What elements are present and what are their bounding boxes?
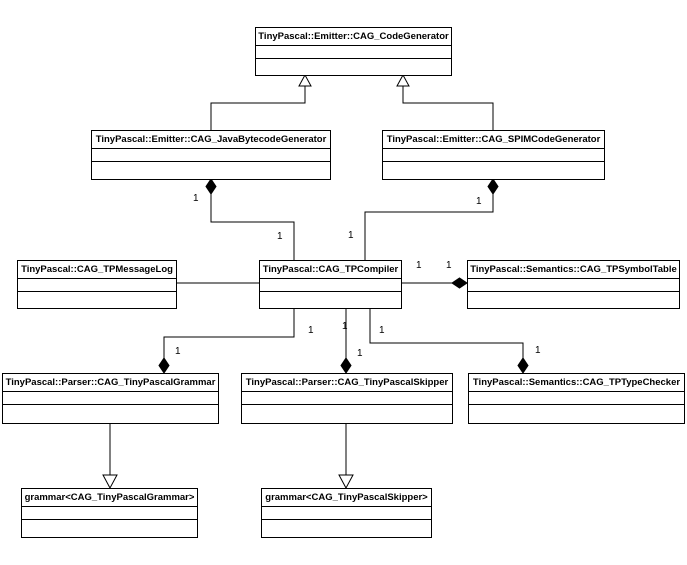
class-attributes <box>469 392 684 405</box>
multiplicity-label: 1 <box>535 345 541 356</box>
composition-diamond-icon <box>158 357 170 374</box>
class-grammar-template-skipper: grammar<CAG_TinyPascalSkipper> <box>261 488 432 538</box>
generalization-java-to-codegen <box>210 86 306 130</box>
composition-diamond-icon <box>451 277 468 289</box>
class-attributes <box>22 507 197 520</box>
class-operations <box>262 520 431 532</box>
composition-diamond-icon <box>517 357 529 374</box>
multiplicity-label: 1 <box>416 260 422 271</box>
class-operations <box>383 162 604 174</box>
class-attributes <box>260 279 401 292</box>
class-name: TinyPascal::CAG_TPMessageLog <box>18 261 176 279</box>
class-spim-code-generator: TinyPascal::Emitter::CAG_SPIMCodeGenerat… <box>382 130 605 180</box>
multiplicity-label: 1 <box>348 230 354 241</box>
class-attributes <box>3 392 218 405</box>
class-operations <box>469 405 684 417</box>
class-name: TinyPascal::Semantics::CAG_TPSymbolTable <box>468 261 679 279</box>
composition-compiler-grammar <box>163 309 295 358</box>
class-message-log: TinyPascal::CAG_TPMessageLog <box>17 260 177 309</box>
class-attributes <box>468 279 679 292</box>
multiplicity-label: 1 <box>476 196 482 207</box>
class-code-generator: TinyPascal::Emitter::CAG_CodeGenerator <box>255 27 452 76</box>
class-attributes <box>92 149 330 162</box>
class-grammar: TinyPascal::Parser::CAG_TinyPascalGramma… <box>2 373 219 424</box>
class-operations <box>92 162 330 174</box>
class-attributes <box>242 392 452 405</box>
multiplicity-label: 1 <box>193 193 199 204</box>
class-operations <box>3 405 218 417</box>
class-name: TinyPascal::Emitter::CAG_SPIMCodeGenerat… <box>383 131 604 149</box>
class-name: TinyPascal::Emitter::CAG_JavaBytecodeGen… <box>92 131 330 149</box>
class-attributes <box>256 46 451 59</box>
class-attributes <box>262 507 431 520</box>
class-operations <box>18 292 176 304</box>
class-attributes <box>18 279 176 292</box>
inheritance-arrowhead-icon <box>298 73 312 87</box>
multiplicity-label: 1 <box>357 348 363 359</box>
class-operations <box>256 59 451 71</box>
class-symbol-table: TinyPascal::Semantics::CAG_TPSymbolTable <box>467 260 680 309</box>
class-grammar-template-grammar: grammar<CAG_TinyPascalGrammar> <box>21 488 198 538</box>
multiplicity-label: 1 <box>308 325 314 336</box>
inheritance-arrowhead-icon <box>102 474 118 490</box>
class-skipper: TinyPascal::Parser::CAG_TinyPascalSkippe… <box>241 373 453 424</box>
class-type-checker: TinyPascal::Semantics::CAG_TPTypeChecker <box>468 373 685 424</box>
class-name: TinyPascal::Semantics::CAG_TPTypeChecker <box>469 374 684 392</box>
generalization-spim-to-codegen <box>402 86 494 130</box>
class-operations <box>468 292 679 304</box>
class-name: TinyPascal::Parser::CAG_TinyPascalSkippe… <box>242 374 452 392</box>
multiplicity-label: 1 <box>277 231 283 242</box>
composition-compiler-java <box>210 194 295 260</box>
inheritance-arrowhead-icon <box>396 73 410 87</box>
class-name: TinyPascal::Parser::CAG_TinyPascalGramma… <box>3 374 218 392</box>
inheritance-arrowhead-icon <box>338 474 354 490</box>
composition-diamond-icon <box>340 357 352 374</box>
composition-compiler-spim <box>364 194 494 260</box>
composition-compiler-typechecker <box>369 309 524 358</box>
composition-diamond-icon <box>205 178 217 195</box>
class-name: TinyPascal::Emitter::CAG_CodeGenerator <box>256 28 451 46</box>
multiplicity-label: 1 <box>175 346 181 357</box>
composition-diamond-icon <box>487 178 499 195</box>
class-name: grammar<CAG_TinyPascalGrammar> <box>22 489 197 507</box>
multiplicity-label: 1 <box>342 321 348 332</box>
class-java-bytecode-generator: TinyPascal::Emitter::CAG_JavaBytecodeGen… <box>91 130 331 180</box>
class-attributes <box>383 149 604 162</box>
multiplicity-label: 1 <box>446 260 452 271</box>
class-operations <box>260 292 401 304</box>
multiplicity-label: 1 <box>379 325 385 336</box>
class-operations <box>242 405 452 417</box>
class-name: TinyPascal::CAG_TPCompiler <box>260 261 401 279</box>
class-name: grammar<CAG_TinyPascalSkipper> <box>262 489 431 507</box>
class-compiler: TinyPascal::CAG_TPCompiler <box>259 260 402 309</box>
class-operations <box>22 520 197 532</box>
